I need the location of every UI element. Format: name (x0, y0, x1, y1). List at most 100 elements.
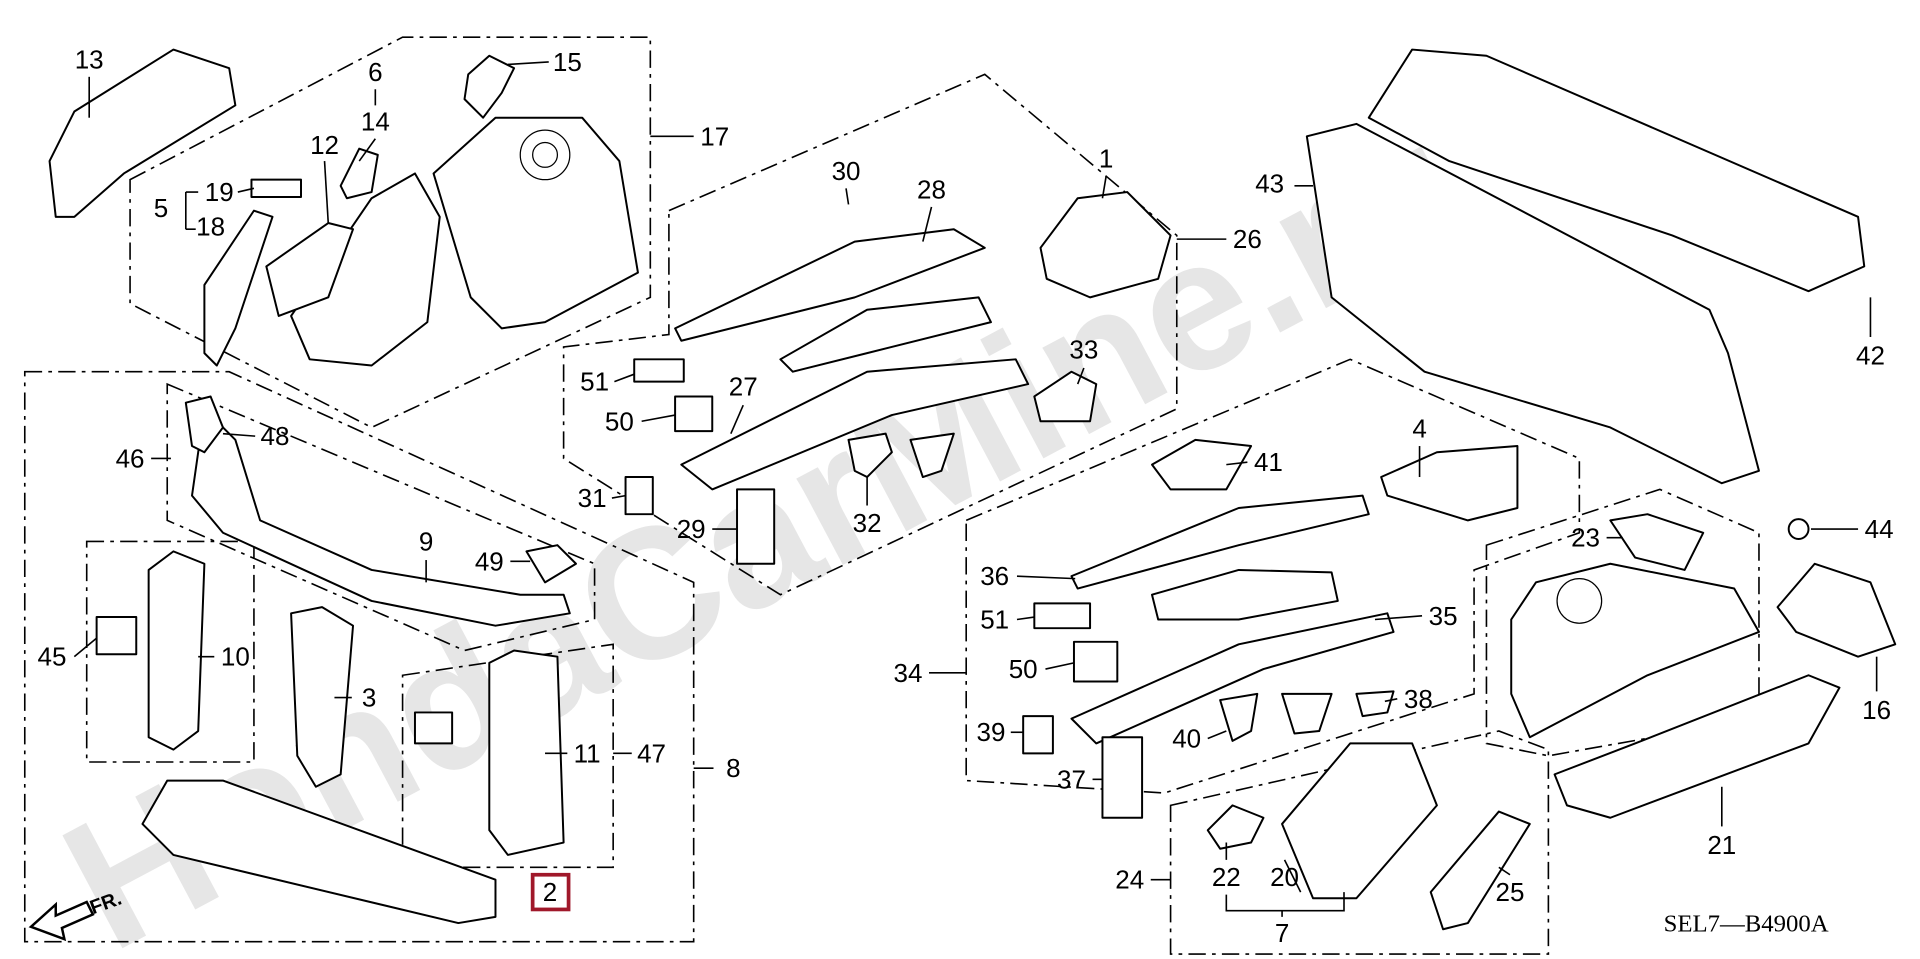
part-49 (525, 544, 577, 584)
callout-labels: 13 15 6 17 14 12 19 5 18 30 28 1 26 43 4… (38, 44, 1894, 948)
part-12 (265, 222, 355, 317)
callout: 43 (1255, 168, 1284, 198)
part-31 (624, 476, 654, 516)
callout: 50 (605, 406, 634, 436)
callout: 40 (1172, 723, 1201, 753)
callout: 21 (1707, 830, 1736, 860)
callout: 9 (419, 526, 433, 556)
part-13 (48, 48, 237, 218)
callout: 5 (154, 193, 168, 223)
part-2 (141, 779, 497, 925)
callout: 8 (726, 753, 740, 783)
part-32 (847, 432, 893, 479)
part-36 (1070, 494, 1370, 590)
callout: 11 (574, 738, 601, 768)
part-45 (95, 616, 138, 656)
part-50b (1072, 640, 1119, 683)
callout: 31 (578, 483, 607, 513)
callout: 18 (196, 212, 225, 242)
part-23 (1609, 513, 1705, 571)
part-25 (1429, 810, 1531, 931)
callout: 29 (677, 514, 706, 544)
callout: 13 (75, 44, 104, 74)
callout: 38 (1404, 684, 1433, 714)
leader-lines (73, 61, 1878, 917)
part-20 (1281, 742, 1438, 900)
parts (48, 48, 1897, 931)
callout: 27 (729, 372, 758, 402)
part-14 (339, 147, 379, 200)
callout: 7 (1275, 918, 1289, 948)
part-32b (909, 432, 955, 479)
part-16 (1776, 562, 1897, 658)
part-35 (1070, 612, 1395, 745)
part-40 (1219, 692, 1259, 742)
part-28 (674, 228, 986, 342)
callout: 37 (1057, 764, 1086, 794)
part-6 (290, 172, 441, 367)
part-41 (1151, 438, 1253, 491)
callout: 4 (1412, 414, 1426, 444)
part-9 (191, 407, 571, 627)
part-17 (432, 116, 639, 330)
callout: 47 (637, 738, 666, 768)
part-44 (1787, 518, 1810, 540)
part-37 (1101, 736, 1144, 819)
part-3 (290, 606, 355, 788)
part-11 (488, 649, 565, 856)
part-50a (674, 395, 714, 433)
callout: 48 (261, 421, 290, 451)
part-42 (1367, 48, 1866, 293)
callout: 39 (977, 717, 1006, 747)
callout: 3 (362, 683, 376, 713)
part-10 (147, 550, 206, 751)
callout-highlighted[interactable]: 2 (543, 877, 557, 907)
part-47-bracket (413, 711, 454, 745)
callout: 22 (1212, 862, 1241, 892)
part-1 (1039, 191, 1172, 299)
callout: 45 (38, 642, 67, 672)
highlight-box (530, 872, 571, 912)
part-21 (1553, 674, 1841, 819)
part-48 (184, 395, 224, 454)
diagram-code: SEL7—B4900A (1664, 911, 1829, 938)
callout: 25 (1496, 877, 1525, 907)
callout: 46 (116, 443, 145, 473)
part-strut (1510, 562, 1760, 739)
callout: 41 (1254, 447, 1283, 477)
callout: 34 (894, 658, 923, 688)
callout: 32 (853, 508, 882, 538)
part-38 (1355, 690, 1395, 718)
callout: 50 (1009, 654, 1038, 684)
part-rail-mid (1151, 568, 1339, 621)
part-rail-upper (779, 296, 992, 373)
part-51a (633, 358, 685, 383)
arrow-icon (28, 900, 95, 942)
callout: 49 (475, 546, 504, 576)
callout: 1 (1099, 144, 1113, 174)
part-39 (1022, 715, 1054, 755)
part-33 (1033, 370, 1098, 423)
callout: 6 (368, 57, 382, 87)
part-40b (1281, 692, 1333, 735)
callout: 10 (221, 642, 250, 672)
part-4 (1380, 445, 1519, 522)
part-51b (1033, 602, 1092, 630)
callout: 12 (310, 130, 339, 160)
callout: 15 (553, 47, 582, 77)
part-22 (1206, 804, 1265, 850)
callout: 36 (980, 561, 1009, 591)
part-43 (1305, 122, 1760, 485)
callout: 51 (980, 605, 1009, 635)
callout: 30 (832, 156, 861, 186)
part-15 (463, 54, 516, 119)
callout: 14 (361, 106, 390, 136)
part-27 (680, 358, 1030, 491)
callout: 42 (1856, 341, 1885, 371)
callout: 44 (1865, 514, 1894, 544)
callout: 35 (1429, 601, 1458, 631)
callout: 26 (1233, 224, 1262, 254)
part-19 (250, 178, 302, 198)
callout: 51 (580, 367, 609, 397)
